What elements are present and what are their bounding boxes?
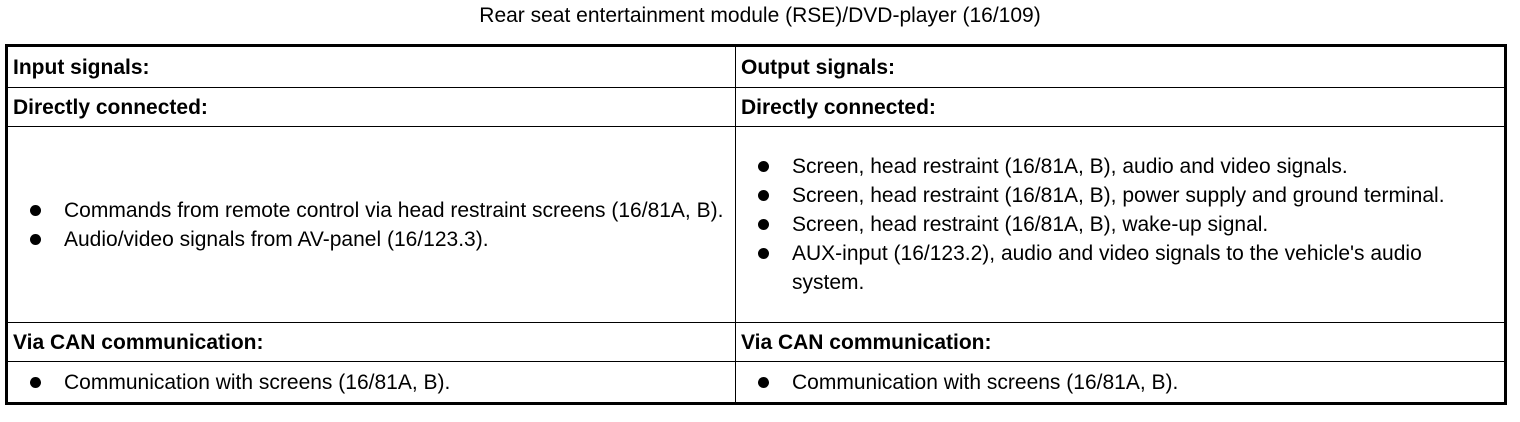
list-item-text: Communication with screens (16/81A, B).: [792, 370, 1179, 394]
list-item-text: Audio/video signals from AV-panel (16/12…: [64, 227, 489, 251]
list-item: Commands from remote control via head re…: [13, 196, 729, 225]
list-item-text: Screen, head restraint (16/81A, B), wake…: [792, 213, 1269, 236]
signals-table: Input signals: Output signals: Directly …: [5, 44, 1507, 405]
bullet-icon: [758, 219, 769, 230]
bullet-icon: [30, 204, 41, 216]
directly-connected-row: Commands from remote control via head re…: [6, 126, 1506, 323]
input-directly-connected-list: Commands from remote control via head re…: [13, 196, 729, 254]
bullet-icon: [758, 190, 769, 201]
list-item: Communication with screens (16/81A, B).: [741, 368, 1498, 397]
list-item: AUX-input (16/123.2), audio and video si…: [741, 239, 1498, 297]
list-item: Screen, head restraint (16/81A, B), wake…: [741, 210, 1498, 239]
input-can-cell: Communication with screens (16/81A, B).: [6, 361, 736, 404]
list-item-text: Screen, head restraint (16/81A, B), powe…: [792, 184, 1445, 207]
output-directly-connected-cell: Screen, head restraint (16/81A, B), audi…: [735, 126, 1506, 323]
list-item: Communication with screens (16/81A, B).: [13, 368, 729, 397]
section-heading-row: Via CAN communication: Via CAN communica…: [6, 322, 1506, 362]
output-can-heading: Via CAN communication:: [735, 322, 1506, 362]
column-header-row: Input signals: Output signals:: [6, 45, 1506, 88]
bullet-icon: [30, 233, 41, 245]
input-can-list: Communication with screens (16/81A, B).: [13, 368, 729, 397]
list-item: Screen, head restraint (16/81A, B), audi…: [741, 152, 1498, 181]
input-can-heading: Via CAN communication:: [6, 322, 736, 362]
bullet-icon: [30, 376, 41, 388]
list-item-text: Commands from remote control via head re…: [64, 198, 724, 222]
input-signals-header: Input signals:: [6, 45, 736, 88]
document-caption: Rear seat entertainment module (RSE)/DVD…: [479, 4, 1041, 27]
output-directly-connected-heading: Directly connected:: [735, 87, 1506, 127]
input-directly-connected-heading: Directly connected:: [6, 87, 736, 127]
output-can-list: Communication with screens (16/81A, B).: [741, 368, 1498, 397]
output-can-cell: Communication with screens (16/81A, B).: [735, 361, 1506, 404]
input-directly-connected-cell: Commands from remote control via head re…: [6, 126, 736, 323]
list-item: Screen, head restraint (16/81A, B), powe…: [741, 181, 1498, 210]
list-item-text: AUX-input (16/123.2), audio and video si…: [792, 242, 1422, 294]
output-signals-header: Output signals:: [735, 45, 1506, 88]
bullet-icon: [758, 248, 769, 259]
output-directly-connected-list: Screen, head restraint (16/81A, B), audi…: [741, 152, 1498, 297]
bullet-icon: [758, 161, 769, 172]
list-item-text: Communication with screens (16/81A, B).: [64, 370, 451, 394]
list-item: Audio/video signals from AV-panel (16/12…: [13, 225, 729, 254]
can-communication-row: Communication with screens (16/81A, B). …: [6, 361, 1506, 404]
bullet-icon: [758, 376, 769, 388]
list-item-text: Screen, head restraint (16/81A, B), audi…: [792, 155, 1348, 178]
section-heading-row: Directly connected: Directly connected:: [6, 87, 1506, 127]
